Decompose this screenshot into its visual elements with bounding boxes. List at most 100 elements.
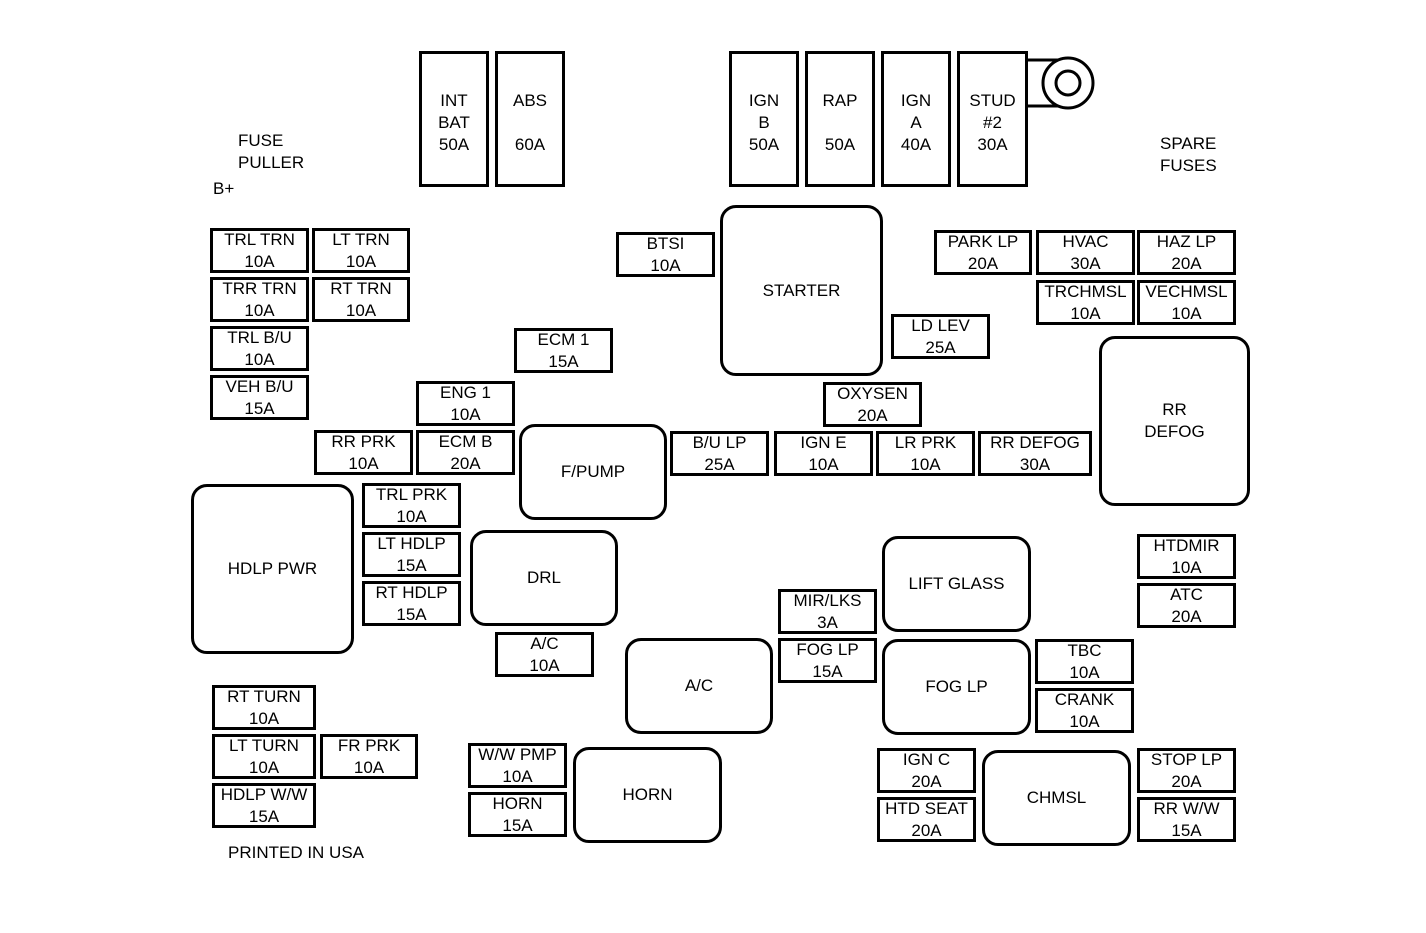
component-label-line: LR PRK	[894, 432, 957, 452]
component-label-line: RR DEFOG	[990, 432, 1080, 452]
component-label-line: 10A	[1069, 711, 1100, 731]
component-label-line: PARK LP	[947, 231, 1019, 251]
component-label-line: HORN	[622, 785, 673, 804]
component-label-line: HTDMIR	[1153, 535, 1220, 555]
component-label-line: W/W PMP	[478, 744, 557, 764]
component-label-line: 10A	[1070, 303, 1101, 323]
component-label-line: 15A	[1171, 820, 1202, 840]
component-label-line: STARTER	[762, 280, 841, 300]
component-label-line: 10A	[244, 300, 275, 320]
component-label-line: 20A	[1171, 606, 1202, 626]
component-label-line: IGN E	[800, 432, 847, 452]
component-label-line: ECM B	[438, 431, 493, 451]
component-label-line: ATC	[1170, 584, 1203, 604]
relay-ac: A/C	[625, 638, 773, 734]
component-label-line: FR PRK	[337, 735, 401, 755]
component-label-line: 10A	[650, 255, 681, 275]
b-plus-label: B+	[213, 179, 235, 198]
component-label-line: HTD SEAT	[885, 798, 968, 818]
component-label-line: FOG LP	[796, 639, 859, 659]
component-label-line: RR	[1162, 400, 1187, 419]
component-label-line: LT HDLP	[377, 533, 446, 553]
component-label-line: 15A	[244, 398, 275, 418]
component-label-line: LT TURN	[229, 735, 299, 755]
component-label-line: 10A	[1171, 303, 1202, 323]
component-label-line: HDLP W/W	[220, 784, 308, 804]
relay-lift-glass: LIFT GLASS	[882, 536, 1031, 632]
component-label-line: 30A	[1019, 454, 1051, 474]
component-label-line: RT HDLP	[375, 582, 448, 602]
component-label-line: 60A	[514, 135, 546, 154]
component-label-line: IGN	[748, 91, 780, 110]
relay-f-pump: F/PUMP	[519, 424, 667, 520]
component-label-line: 50A	[748, 135, 780, 154]
component-label-line: DRL	[526, 568, 561, 587]
component-label-line: 10A	[808, 454, 839, 474]
component-label-line: 20A	[450, 453, 481, 473]
component-label-line: CHMSL	[1026, 788, 1087, 807]
component-label-line: 30A	[1070, 253, 1101, 273]
component-label-line: HDLP PWR	[227, 559, 318, 578]
component-label-line: VEH B/U	[225, 376, 294, 396]
fuse-puller-label-line2: PULLER	[238, 153, 305, 172]
component-label-line: BAT	[438, 113, 470, 132]
component-label-line: TRL PRK	[375, 484, 448, 504]
component-label-line: RT TURN	[227, 686, 301, 706]
component-label-line: ECM 1	[537, 329, 590, 349]
component-label-line: 10A	[396, 506, 427, 526]
component-label-line: TRCHMSL	[1044, 281, 1127, 301]
component-label-line: 10A	[345, 300, 377, 320]
component-label-line: BTSI	[646, 233, 685, 253]
component-label-line: 20A	[1171, 771, 1202, 791]
component-label-line: TBC	[1067, 640, 1102, 660]
spare-fuses-label: SPARE FUSES	[1160, 133, 1217, 177]
component-label-line: 10A	[248, 708, 280, 728]
component-label-line: #2	[983, 113, 1002, 132]
component-label-line: VECHMSL	[1145, 281, 1228, 301]
component-label-line: 40A	[900, 135, 932, 154]
component-label-line: 25A	[925, 337, 956, 357]
component-label-line: IGN	[900, 91, 932, 110]
relay-hdlp-pwr: HDLP PWR	[191, 484, 354, 654]
component-label-line: LD LEV	[911, 315, 970, 335]
component-label-line: ABS	[512, 91, 548, 110]
component-label-line: HAZ LP	[1156, 231, 1217, 251]
component-label-line: TRR TRN	[222, 278, 297, 298]
relay-fog-lp: FOG LP	[882, 639, 1031, 735]
component-label-line: MIR/LKS	[793, 590, 862, 610]
